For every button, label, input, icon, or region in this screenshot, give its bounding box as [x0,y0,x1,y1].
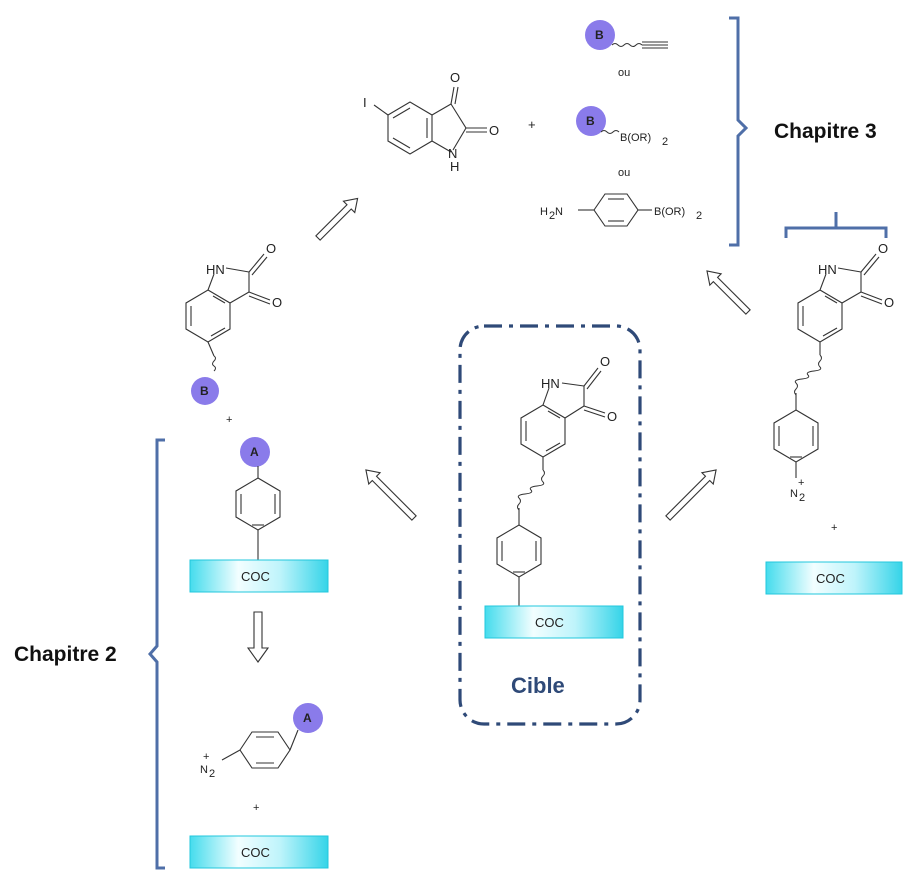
oxygen-label: O [266,241,276,256]
b-label: B [586,114,595,128]
alkyne-reagent: B [585,20,668,50]
arrow-to-reagents [706,270,751,315]
a-circle [240,437,270,467]
coc-label: COC [241,569,270,584]
a-label: A [303,711,312,725]
plus-sign: + [226,414,232,426]
cible-box [458,324,642,726]
cible-title: Cible [511,673,565,698]
isatin-brace [784,212,888,238]
chapitre3-bracket [729,16,749,247]
iodo-isatin: O O I N H [363,70,499,174]
subscript: 2 [209,768,215,780]
aminophenylboronate-reagent: H 2 N B(OR) 2 [540,193,702,227]
coc-box [484,605,624,639]
n2-label: N [200,764,208,776]
plus-charge: + [203,751,209,763]
b-label: B [200,384,209,398]
plus-sign: + [831,522,837,534]
subscript: 2 [662,136,668,148]
subscript: 2 [549,210,555,222]
n2-label: N [790,488,798,500]
b-circle [191,377,219,405]
n-label: N [448,146,457,161]
coc-box [189,835,329,869]
boronate-label: B(OR) [654,206,685,218]
oxygen-label: O [607,409,617,424]
isatin-b-substituted: B HN O O [185,241,282,405]
b-circle [576,106,606,136]
h2n-label: H [540,206,548,218]
subscript: 2 [696,210,702,222]
coc-label: COC [535,615,564,630]
chapitre2-bracket [148,438,165,870]
a-circle [293,703,323,733]
a-label: A [250,445,259,459]
h-label: H [450,159,459,174]
h2n-n: N [555,206,563,218]
b-circle [585,20,615,50]
b-label: B [595,28,604,42]
coc-label: COC [241,845,270,860]
arrow-down [246,611,270,663]
oxygen-label: O [884,295,894,310]
diazonium-a: A + N 2 [200,703,323,780]
iodine-label: I [363,95,367,110]
coc-box [189,559,329,593]
hn-label: HN [818,262,837,277]
oxygen-label: O [878,241,888,256]
hn-label: HN [541,376,560,391]
a-phenyl-coc: A [235,437,281,560]
coc-box [765,561,903,595]
oxygen-label: O [450,70,460,85]
chapitre3-title: Chapitre 3 [774,120,877,143]
oxygen-label: O [272,295,282,310]
hn-label: HN [206,262,225,277]
subscript: 2 [799,492,805,504]
target-molecule: HN O O [496,354,617,606]
plus-sign: + [253,802,259,814]
arrow-to-iodo-isatin [315,197,359,241]
oxygen-label: O [600,354,610,369]
or-text: ou [618,67,630,79]
boronate-label: B(OR) [620,132,651,144]
isatin-diazonium: HN O O + N 2 [773,241,894,504]
or-text: ou [618,167,630,179]
coc-label: COC [816,571,845,586]
arrow-to-left [365,469,417,521]
plus-charge: + [798,477,804,489]
plus-sign: + [528,117,536,132]
oxygen-label: O [489,123,499,138]
chapitre2-title: Chapitre 2 [14,643,117,666]
arrow-to-right [665,469,717,521]
boronate-reagent: B B(OR) 2 [576,106,668,148]
